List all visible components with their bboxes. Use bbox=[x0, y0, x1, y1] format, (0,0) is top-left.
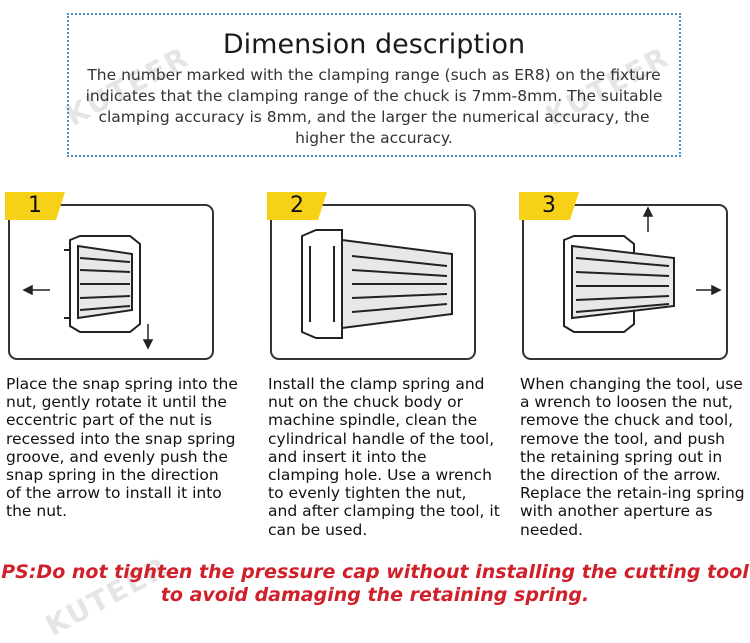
step-number-badge: 3 bbox=[519, 192, 579, 220]
step-description: Install the clamp spring and nut on the … bbox=[268, 375, 500, 539]
description-text: The number marked with the clamping rang… bbox=[85, 66, 663, 147]
collet-nut-illustration bbox=[301, 229, 453, 339]
dimension-description-box: Dimension description The number marked … bbox=[67, 13, 681, 157]
collet-nut-illustration bbox=[563, 206, 722, 333]
step-description: When changing the tool, use a wrench to … bbox=[520, 375, 745, 539]
collet-nut-illustration bbox=[22, 235, 154, 350]
description-title: Dimension description bbox=[222, 29, 526, 60]
step-number-badge: 2 bbox=[267, 192, 327, 220]
ps-warning: PS:Do not tighten the pressure cap witho… bbox=[1, 561, 749, 606]
step-description: Place the snap spring into the nut, gent… bbox=[6, 375, 238, 521]
step-number-badge: 1 bbox=[5, 192, 65, 220]
